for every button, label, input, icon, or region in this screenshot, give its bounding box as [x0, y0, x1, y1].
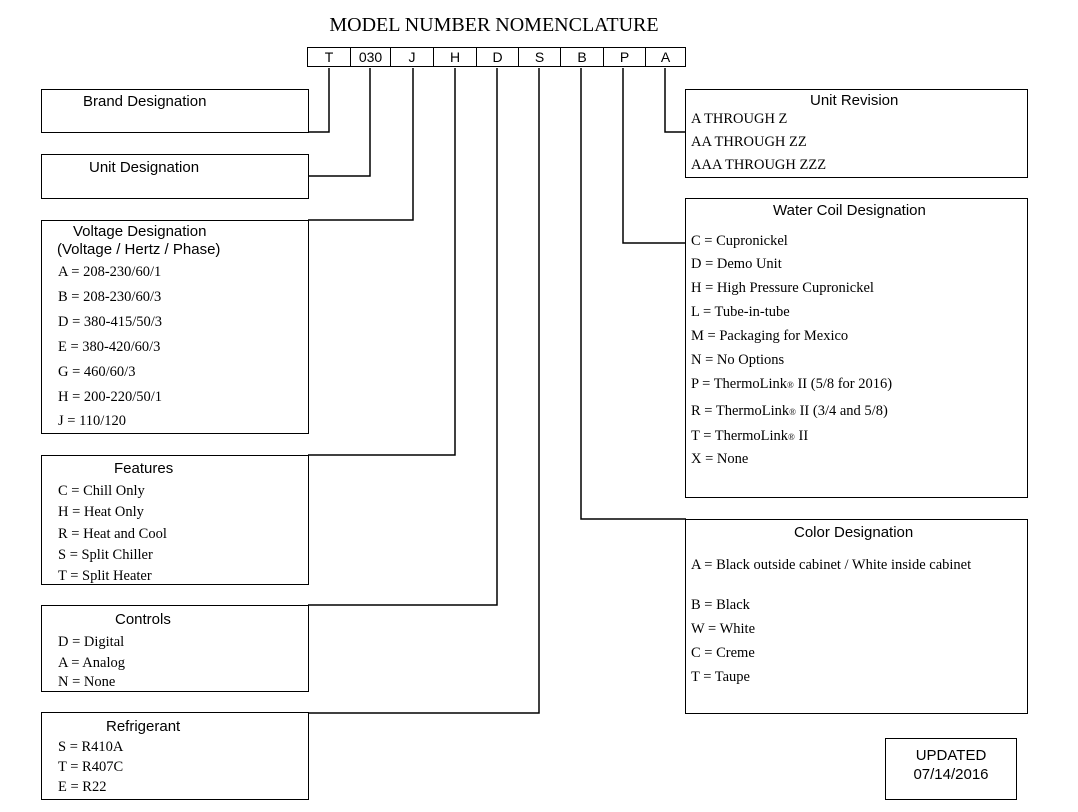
connector-water-coil — [622, 68, 686, 244]
water-coil-option-text: II (3/4 and 5/8) — [795, 403, 888, 419]
voltage-option: D = 380-415/50/3 — [58, 314, 163, 330]
water-coil-option-text: II — [794, 428, 809, 444]
water-coil-box: Water Coil Designation C = Cupronickel D… — [685, 198, 1028, 498]
unit-revision-option: AA THROUGH ZZ — [691, 134, 807, 150]
water-coil-option: N = No Options — [691, 352, 785, 368]
water-coil-title: Water Coil Designation — [773, 202, 926, 219]
registered-mark: ® — [786, 380, 794, 390]
unit-designation-title: Unit Designation — [89, 159, 200, 176]
voltage-option: B = 208-230/60/3 — [58, 289, 162, 305]
controls-title: Controls — [115, 611, 171, 628]
code-segment-water-coil: P — [603, 47, 646, 67]
connector-revision — [664, 68, 686, 133]
registered-mark: ® — [789, 407, 796, 417]
color-designation-box: Color Designation A = Black outside cabi… — [685, 519, 1028, 714]
water-coil-option: H = High Pressure Cupronickel — [691, 280, 874, 296]
registered-mark: ® — [788, 432, 795, 442]
code-segment-brand: T — [307, 47, 351, 67]
water-coil-option: L = Tube-in-tube — [691, 304, 790, 320]
brand-designation-box: Brand Designation — [41, 89, 309, 133]
updated-box: UPDATED 07/14/2016 — [885, 738, 1017, 800]
code-segment-revision: A — [645, 47, 686, 67]
features-title: Features — [114, 460, 174, 477]
unit-revision-box: Unit Revision A THROUGH Z AA THROUGH ZZ … — [685, 89, 1028, 178]
features-option: C = Chill Only — [58, 483, 145, 499]
water-coil-option-text: T = ThermoLink — [691, 428, 789, 444]
features-box: Features C = Chill Only H = Heat Only R … — [41, 455, 309, 585]
voltage-option: J = 110/120 — [58, 413, 127, 429]
voltage-designation-title: Voltage Designation — [73, 223, 207, 240]
code-segment-unit: 030 — [350, 47, 391, 67]
connector-features — [308, 68, 456, 456]
page-title: MODEL NUMBER NOMENCLATURE — [329, 14, 659, 36]
color-option: B = Black — [691, 597, 750, 613]
color-option: W = White — [691, 621, 756, 637]
brand-designation-title: Brand Designation — [83, 93, 207, 110]
voltage-option: E = 380-420/60/3 — [58, 339, 161, 355]
code-segment-controls: D — [476, 47, 519, 67]
voltage-option: G = 460/60/3 — [58, 364, 136, 380]
water-coil-option: T = ThermoLink® II — [691, 428, 808, 445]
voltage-option: H = 200-220/50/1 — [58, 389, 163, 405]
water-coil-option-text: II (5/8 for 2016) — [793, 376, 893, 392]
controls-option: D = Digital — [58, 634, 125, 650]
voltage-designation-subtitle: (Voltage / Hertz / Phase) — [57, 241, 221, 258]
features-option: R = Heat and Cool — [58, 526, 167, 542]
water-coil-option: X = None — [691, 451, 749, 467]
water-coil-option-text: P = ThermoLink — [691, 376, 787, 392]
color-option: C = Creme — [691, 645, 755, 661]
unit-designation-box: Unit Designation — [41, 154, 309, 199]
color-option: T = Taupe — [691, 669, 750, 685]
connector-unit — [308, 68, 371, 177]
features-option: S = Split Chiller — [58, 547, 153, 563]
updated-label: UPDATED — [915, 747, 987, 764]
color-option: A = Black outside cabinet / White inside… — [691, 557, 972, 573]
connector-voltage — [308, 68, 414, 221]
connector-brand — [308, 68, 330, 133]
refrigerant-option: T = R407C — [58, 759, 124, 775]
updated-date: 07/14/2016 — [913, 766, 989, 783]
code-segment-features: H — [433, 47, 477, 67]
controls-box: Controls D = Digital A = Analog N = None — [41, 605, 309, 692]
controls-option: N = None — [58, 674, 116, 690]
connector-color — [580, 68, 686, 520]
refrigerant-option: S = R410A — [58, 739, 124, 755]
refrigerant-box: Refrigerant S = R410A T = R407C E = R22 — [41, 712, 309, 800]
features-option: H = Heat Only — [58, 504, 144, 520]
unit-revision-title: Unit Revision — [810, 92, 899, 109]
refrigerant-option: E = R22 — [58, 779, 107, 795]
voltage-designation-box: Voltage Designation (Voltage / Hertz / P… — [41, 220, 309, 434]
unit-revision-option: AAA THROUGH ZZZ — [691, 157, 827, 173]
color-designation-title: Color Designation — [794, 524, 914, 541]
controls-option: A = Analog — [58, 655, 125, 671]
water-coil-option-text: R = ThermoLink — [691, 403, 790, 419]
water-coil-option: C = Cupronickel — [691, 233, 788, 249]
connector-refrigerant — [308, 68, 540, 714]
voltage-option: A = 208-230/60/1 — [58, 264, 162, 280]
code-segment-voltage: J — [390, 47, 434, 67]
features-option: T = Split Heater — [58, 568, 152, 584]
code-segment-refrigerant: S — [518, 47, 561, 67]
water-coil-option: M = Packaging for Mexico — [691, 328, 849, 344]
unit-revision-option: A THROUGH Z — [691, 111, 788, 127]
water-coil-option: P = ThermoLink® II (5/8 for 2016) — [691, 376, 892, 393]
code-segment-color: B — [560, 47, 604, 67]
water-coil-option: D = Demo Unit — [691, 256, 782, 272]
connector-controls — [308, 68, 498, 606]
refrigerant-title: Refrigerant — [106, 718, 181, 735]
water-coil-option: R = ThermoLink® II (3/4 and 5/8) — [691, 403, 888, 420]
